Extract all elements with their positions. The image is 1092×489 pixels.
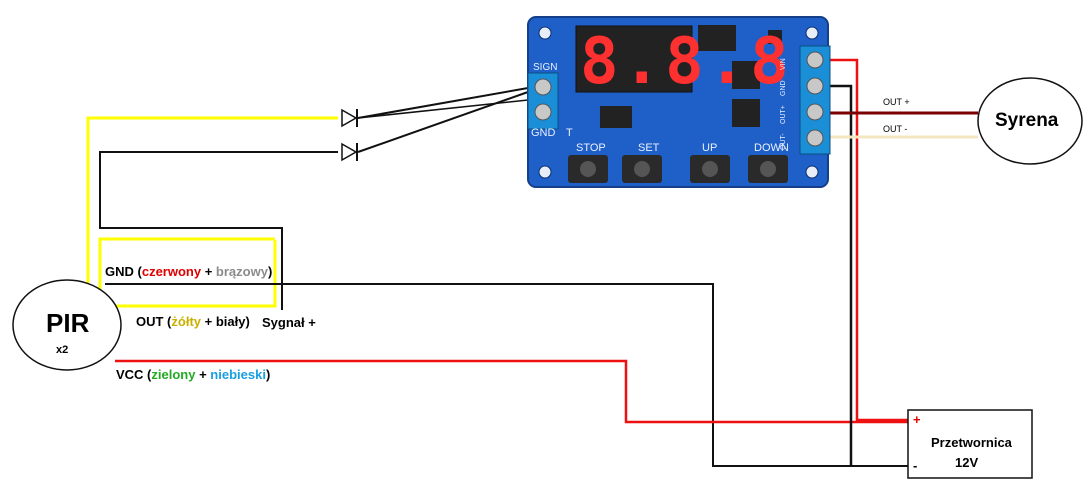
button-stop-label: STOP (576, 142, 606, 154)
board-display: 8.8.8 (580, 25, 793, 99)
diode-2-icon (341, 142, 358, 162)
diode-1-icon (341, 108, 358, 128)
pir-title: PIR (46, 308, 90, 338)
converter-voltage: 12V (955, 455, 979, 470)
converter-title: Przetwornica (931, 435, 1012, 450)
terminal-outminus-label: OUT- (780, 133, 787, 150)
terminal-vin-label: VIN (780, 58, 787, 70)
diode-1-lead (357, 87, 529, 119)
board-gnd-label: GND (531, 127, 556, 139)
diode-2-lead-b (357, 99, 529, 119)
gnd-label: GND (czerwony + brązowy) (105, 264, 273, 279)
out-label: OUT (żółty + biały) (136, 314, 250, 329)
button-down-label: DOWN (754, 142, 789, 154)
vin-red-wire (825, 58, 908, 422)
signal-label: Sygnał + (262, 315, 316, 330)
board-t-label: T (566, 127, 573, 139)
pir-out-yellow-wire-2 (86, 116, 338, 306)
terminal-outplus-label: OUT+ (780, 105, 787, 124)
timer-board (527, 16, 831, 188)
board-signal-label: SIGN (533, 62, 558, 73)
gnd-black-wire (105, 283, 908, 467)
pir-signal-black-wire (99, 151, 338, 310)
out-plus-label: OUT + (883, 97, 910, 107)
vcc-label: VCC (zielony + niebieski) (116, 367, 271, 382)
board-gnd-black-wire (825, 84, 853, 466)
button-up-label: UP (702, 142, 718, 154)
out-minus-label: OUT - (883, 124, 908, 134)
button-set-label: SET (638, 142, 660, 154)
pir-sensor-circle (12, 279, 122, 371)
converter-box (907, 409, 1033, 479)
converter-minus: - (913, 458, 918, 473)
diode-2-lead (357, 91, 529, 153)
pir-count: x2 (56, 344, 69, 356)
vcc-red-wire (115, 359, 908, 424)
terminal-gnd-label: GND (780, 80, 787, 96)
syrena-circle (977, 77, 1083, 165)
syrena-title: Syrena (995, 110, 1059, 131)
converter-plus: + (913, 412, 921, 427)
